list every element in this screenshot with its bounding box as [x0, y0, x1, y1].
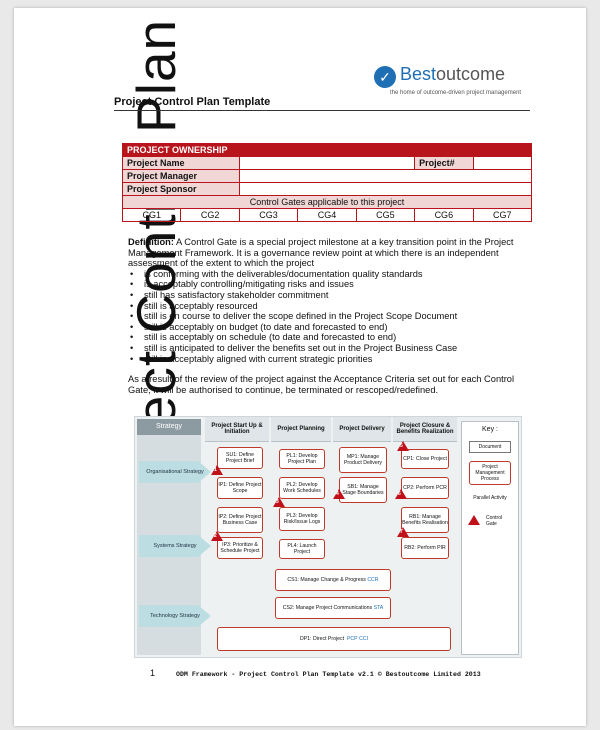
- rb1-box: RB1: Manage Benefits Realisation: [401, 507, 449, 533]
- cs2-box: CS2: Manage Project Communications STA: [275, 597, 391, 619]
- gate-number: 3: [276, 499, 279, 505]
- pl3-box: PL3: Develop Risk/Issue Logs: [279, 507, 325, 531]
- project-name-label: Project Name: [122, 156, 240, 170]
- control-gate-icon: [468, 515, 480, 525]
- control-gate-icon: 6: [395, 489, 407, 499]
- project-manager-label: Project Manager: [122, 169, 240, 183]
- list-item: still is anticipated to deliver the bene…: [130, 343, 538, 354]
- systems-strategy-arrow: Systems Strategy: [139, 535, 211, 557]
- ownership-table: PROJECT OWNERSHIP Project Name Project# …: [121, 143, 533, 222]
- gate-cell[interactable]: CG3: [238, 208, 299, 222]
- gate-number: 4: [336, 491, 339, 497]
- list-item: still is on course to deliver the scope …: [130, 311, 538, 322]
- list-item: still is acceptably aligned with current…: [130, 354, 538, 365]
- list-item: still has satisfactory stakeholder commi…: [130, 290, 538, 301]
- cs2-label: CS2: Manage Project Communications: [282, 605, 373, 611]
- control-gate-icon: 1: [211, 465, 223, 475]
- pl1-box: PL1: Develop Project Plan: [279, 449, 325, 469]
- project-sponsor-value[interactable]: [238, 182, 533, 196]
- project-number-label: Project#: [414, 156, 474, 170]
- control-gate-icon: 4: [333, 489, 345, 499]
- list-item: is conforming with the deliverables/docu…: [130, 269, 538, 280]
- column-startup: Project Start Up & Initiation: [205, 417, 269, 442]
- gate-cell[interactable]: CG4: [297, 208, 357, 222]
- key-gate-label: Control Gate: [486, 515, 503, 527]
- criteria-list: is conforming with the deliverables/docu…: [128, 269, 538, 364]
- definition-paragraph: Definition: A Control Gate is a special …: [128, 237, 538, 269]
- column-delivery: Project Delivery: [333, 417, 391, 442]
- key-title: Key :: [482, 426, 498, 433]
- gate-number: 2: [214, 533, 217, 539]
- organisational-strategy-arrow: Organisational Strategy: [139, 461, 211, 483]
- pl4-box: PL4: Launch Project: [279, 539, 325, 559]
- logo-tagline: the home of outcome-driven project manag…: [390, 90, 522, 96]
- key-panel: Key : Document Project Management Proces…: [461, 421, 519, 655]
- dp1-label: DP1: Direct Project: [299, 636, 345, 642]
- su1-box: SU1: Define Project Brief: [217, 447, 263, 469]
- cci-tag: CCI: [359, 636, 369, 642]
- gate-number: 1: [214, 467, 217, 473]
- gate-cell[interactable]: CG6: [414, 208, 474, 222]
- gate-cell[interactable]: CG7: [472, 208, 533, 222]
- cs1-label: CS1: Manage Change & Progress: [287, 577, 366, 583]
- cp2-box: CP2: Perform PCR: [401, 477, 449, 499]
- definition-section: Definition: A Control Gate is a special …: [128, 237, 538, 364]
- checkmark-icon: ✓: [374, 66, 396, 88]
- ip3-box: IP3: Prioritize & Schedule Project: [217, 537, 263, 559]
- project-number-value[interactable]: [472, 156, 533, 170]
- ccr-tag: CCR: [367, 577, 379, 583]
- gate-number: 5: [400, 443, 403, 449]
- definition-text: A Control Gate is a special project mile…: [128, 237, 514, 269]
- control-gate-icon: 2: [211, 531, 223, 541]
- column-planning: Project Planning: [271, 417, 331, 442]
- ip1-box: IP1: Define Project Scope: [217, 477, 263, 499]
- document-title: Project Control Plan Template: [114, 96, 271, 108]
- review-paragraph: As a result of the review of the project…: [128, 374, 515, 395]
- rb2-box: RB2: Perform PIR: [401, 537, 449, 559]
- cs1-box: CS1: Manage Change & Progress CCR: [275, 569, 391, 591]
- gate-number: 7: [400, 529, 403, 535]
- project-sponsor-label: Project Sponsor: [122, 182, 240, 196]
- strategy-header: Strategy: [137, 419, 201, 435]
- list-item: still is acceptably resourced: [130, 301, 538, 312]
- pcp-tag: PCP: [346, 636, 358, 642]
- project-name-value[interactable]: [238, 156, 416, 170]
- control-gate-icon: 3: [273, 497, 285, 507]
- key-parallel: Parallel Activity: [473, 495, 507, 501]
- gate-cell[interactable]: CG1: [121, 208, 182, 222]
- column-closure: Project Closure & Benefits Realization: [393, 417, 457, 442]
- control-gate-icon: 5: [397, 441, 409, 451]
- sta-tag: STA: [373, 605, 384, 611]
- gate-cell[interactable]: CG2: [180, 208, 240, 222]
- ownership-header: PROJECT OWNERSHIP: [122, 143, 532, 157]
- title-rule: [114, 110, 530, 111]
- dp1-box: DP1: Direct Project PCP CCI: [217, 627, 451, 651]
- key-gate: Control Gate: [468, 515, 518, 529]
- technology-strategy-arrow: Technology Strategy: [139, 605, 211, 627]
- document-page: Project Control Plan ✓ Bestoutcome the h…: [14, 8, 586, 726]
- pl2-box: PL2: Develop Work Schedules: [279, 477, 325, 499]
- framework-diagram: Strategy Organisational Strategy Systems…: [134, 416, 522, 658]
- key-process: Project Management Process: [469, 461, 511, 485]
- mp1-box: MP1: Manage Product Delivery: [339, 447, 387, 473]
- footer-text: ODM Framework - Project Control Plan Tem…: [176, 671, 481, 678]
- list-item: is acceptably controlling/mitigating ris…: [130, 279, 538, 290]
- ip2-box: IP2: Define Project Business Case: [217, 507, 263, 533]
- control-gate-icon: 7: [397, 527, 409, 537]
- list-item: still is acceptably on budget (to date a…: [130, 322, 538, 333]
- list-item: still is acceptably on schedule (to date…: [130, 332, 538, 343]
- sb1-box: SB1: Manage Stage Boundaries: [339, 477, 387, 503]
- definition-term: Definition:: [128, 237, 174, 247]
- logo-name-a: Best: [400, 64, 437, 84]
- cp1-box: CP1: Close Project: [401, 449, 449, 469]
- gate-cell[interactable]: CG5: [355, 208, 416, 222]
- control-gates-header: Control Gates applicable to this project: [122, 195, 532, 209]
- gate-number: 6: [398, 491, 401, 497]
- page-number: 1: [150, 668, 156, 678]
- project-manager-value[interactable]: [238, 169, 533, 183]
- logo-name-b: outcome: [436, 64, 506, 84]
- key-document: Document: [469, 441, 511, 453]
